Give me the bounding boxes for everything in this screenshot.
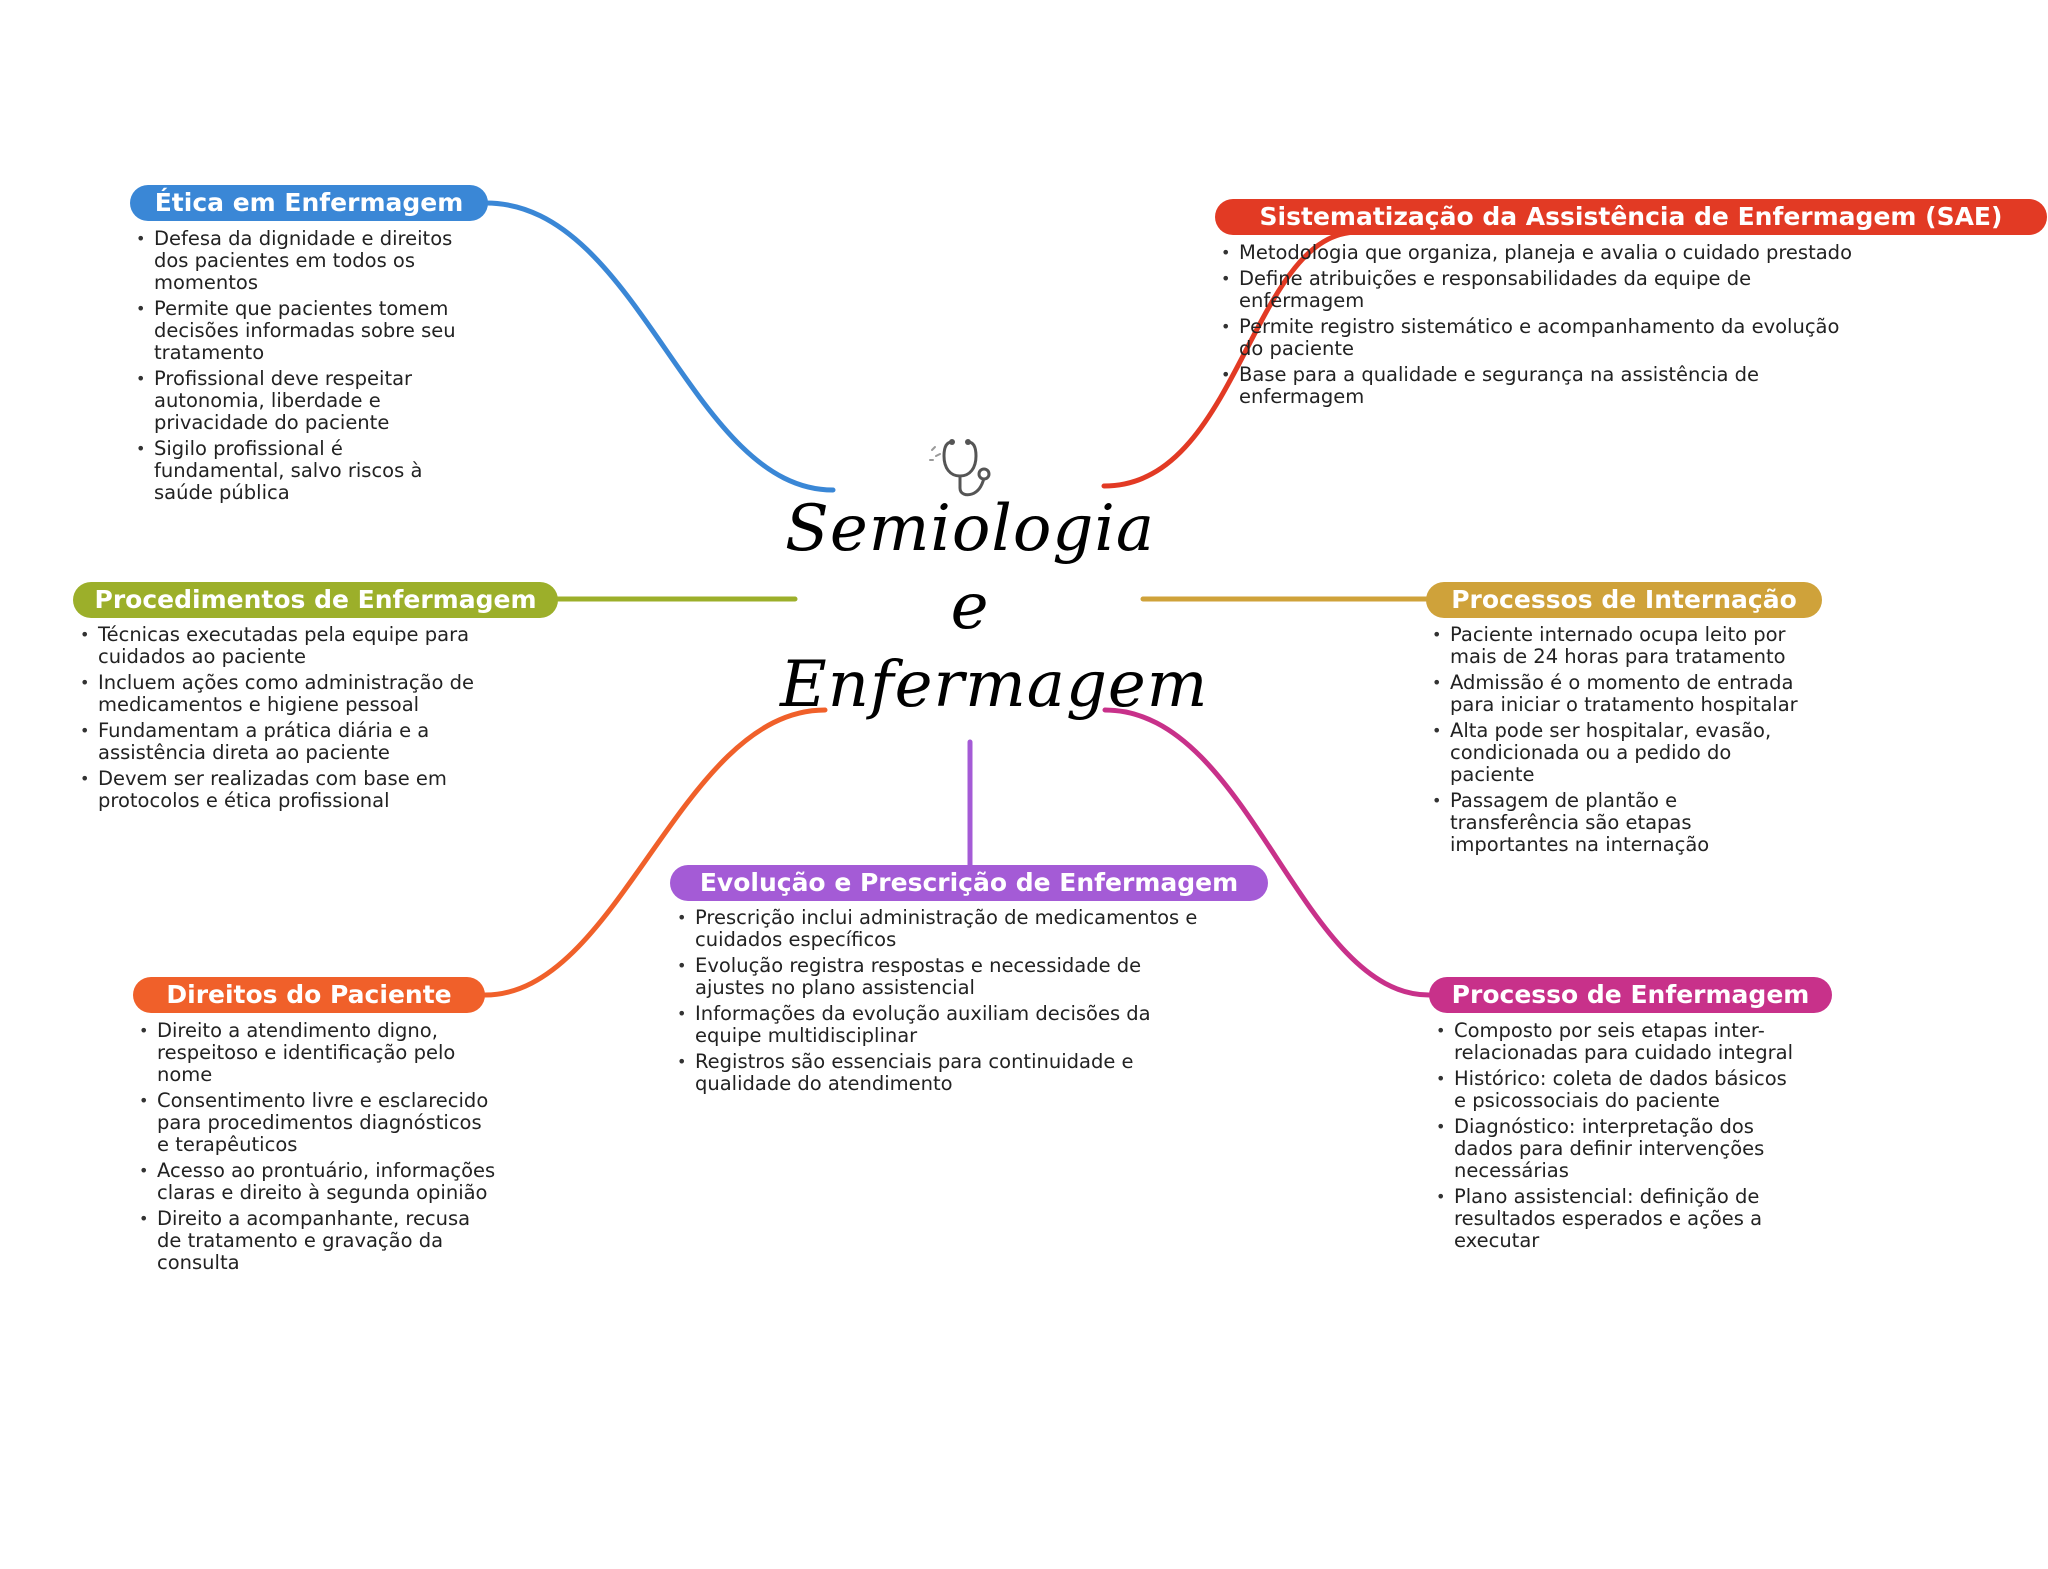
list-item: Metodologia que organiza, planeja e aval… — [1219, 242, 1859, 265]
list-item: Plano assistencial: definição de resulta… — [1434, 1186, 1794, 1252]
branch-list-evolucao: Prescrição inclui administração de medic… — [675, 907, 1205, 1099]
branch-list-etica: Defesa da dignidade e direitos dos pacie… — [134, 228, 474, 508]
branch-list-procedimentos: Técnicas executadas pela equipe para cui… — [78, 624, 498, 816]
list-item: Prescrição inclui administração de medic… — [675, 907, 1205, 951]
branch-title-processo: Processo de Enfermagem — [1429, 977, 1832, 1013]
central-topic: Semiologia e Enfermagem — [780, 490, 1209, 724]
list-item: Paciente internado ocupa leito por mais … — [1430, 624, 1810, 668]
list-item: Informações da evolução auxiliam decisõe… — [675, 1003, 1205, 1047]
list-item: Acesso ao prontuário, informações claras… — [137, 1160, 497, 1204]
list-item: Base para a qualidade e segurança na ass… — [1219, 364, 1859, 408]
list-item: Alta pode ser hospitalar, evasão, condic… — [1430, 720, 1810, 786]
list-item: Técnicas executadas pela equipe para cui… — [78, 624, 498, 668]
branch-list-processo: Composto por seis etapas inter-relaciona… — [1434, 1020, 1794, 1256]
list-item: Sigilo profissional é fundamental, salvo… — [134, 438, 474, 504]
list-item: Devem ser realizadas com base em protoco… — [78, 768, 498, 812]
branch-title-procedimentos: Procedimentos de Enfermagem — [73, 582, 558, 618]
list-item: Profissional deve respeitar autonomia, l… — [134, 368, 474, 434]
list-item: Composto por seis etapas inter-relaciona… — [1434, 1020, 1794, 1064]
list-item: Registros são essenciais para continuida… — [675, 1051, 1205, 1095]
branch-list-direitos: Direito a atendimento digno, respeitoso … — [137, 1020, 497, 1278]
central-topic-line: e — [950, 570, 990, 644]
list-item: Passagem de plantão e transferência são … — [1430, 790, 1810, 856]
branch-title-direitos: Direitos do Paciente — [133, 977, 485, 1013]
stethoscope-icon — [929, 439, 991, 497]
list-item: Defesa da dignidade e direitos dos pacie… — [134, 228, 474, 294]
central-topic-line: Enfermagem — [780, 648, 1209, 722]
list-item: Permite que pacientes tomem decisões inf… — [134, 298, 474, 364]
branch-list-sae: Metodologia que organiza, planeja e aval… — [1219, 242, 1859, 412]
list-item: Fundamentam a prática diária e a assistê… — [78, 720, 498, 764]
list-item: Histórico: coleta de dados básicos e psi… — [1434, 1068, 1794, 1112]
list-item: Evolução registra respostas e necessidad… — [675, 955, 1205, 999]
branch-title-evolucao: Evolução e Prescrição de Enfermagem — [670, 865, 1268, 901]
branch-list-internacao: Paciente internado ocupa leito por mais … — [1430, 624, 1810, 860]
list-item: Permite registro sistemático e acompanha… — [1219, 316, 1859, 360]
list-item: Diagnóstico: interpretação dos dados par… — [1434, 1116, 1794, 1182]
list-item: Direito a acompanhante, recusa de tratam… — [137, 1208, 497, 1274]
list-item: Direito a atendimento digno, respeitoso … — [137, 1020, 497, 1086]
central-topic-line: Semiologia — [785, 492, 1155, 566]
list-item: Consentimento livre e esclarecido para p… — [137, 1090, 497, 1156]
connector-direitos — [482, 707, 828, 998]
list-item: Admissão é o momento de entrada para ini… — [1430, 672, 1810, 716]
connector-etica — [483, 200, 836, 493]
connector-processo — [1102, 707, 1432, 998]
branch-title-etica: Ética em Enfermagem — [130, 185, 488, 221]
list-item: Define atribuições e responsabilidades d… — [1219, 268, 1859, 312]
branch-title-internacao: Processos de Internação — [1426, 582, 1822, 618]
branch-title-sae: Sistematização da Assistência de Enferma… — [1215, 199, 2047, 235]
list-item: Incluem ações como administração de medi… — [78, 672, 498, 716]
